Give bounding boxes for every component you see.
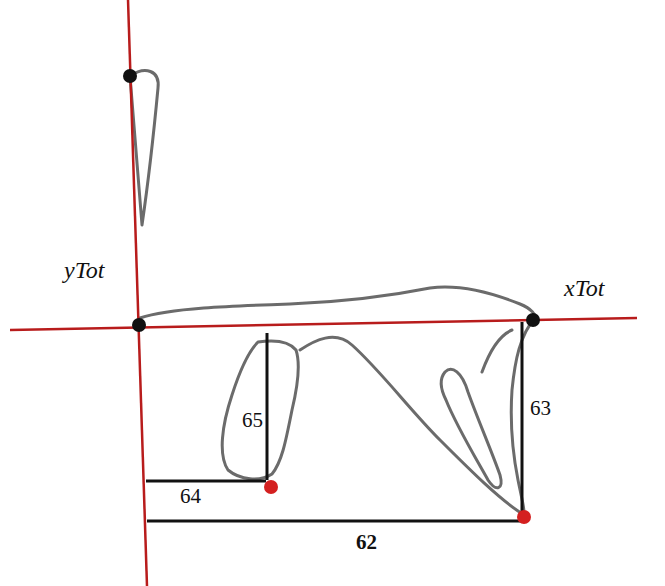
dimension-label: 62 [356, 532, 377, 553]
dimension-lines [146, 322, 522, 521]
dimension-label: 64 [180, 486, 201, 507]
inner-stroke [482, 330, 512, 372]
dim-line [146, 480, 266, 483]
landmark-dot [264, 480, 278, 494]
y-axis [128, 0, 147, 586]
axis-label: yTot [64, 258, 104, 282]
left-lobe [222, 341, 298, 479]
outline-sketch [130, 71, 535, 515]
right-lobe [441, 369, 501, 487]
dimension-label: 65 [242, 410, 263, 431]
landmark-dot [517, 510, 531, 524]
landmark-dot [132, 318, 146, 332]
dim-line [266, 333, 269, 480]
dimension-label: 63 [530, 398, 551, 419]
x-axis [10, 318, 637, 330]
axis-label: xTot [564, 276, 604, 300]
dim-line [147, 520, 521, 523]
lower-contour [300, 337, 524, 515]
dim-line [521, 322, 524, 515]
landmark-dot [526, 313, 540, 327]
landmark-dot [123, 69, 137, 83]
top-contour [140, 287, 535, 318]
